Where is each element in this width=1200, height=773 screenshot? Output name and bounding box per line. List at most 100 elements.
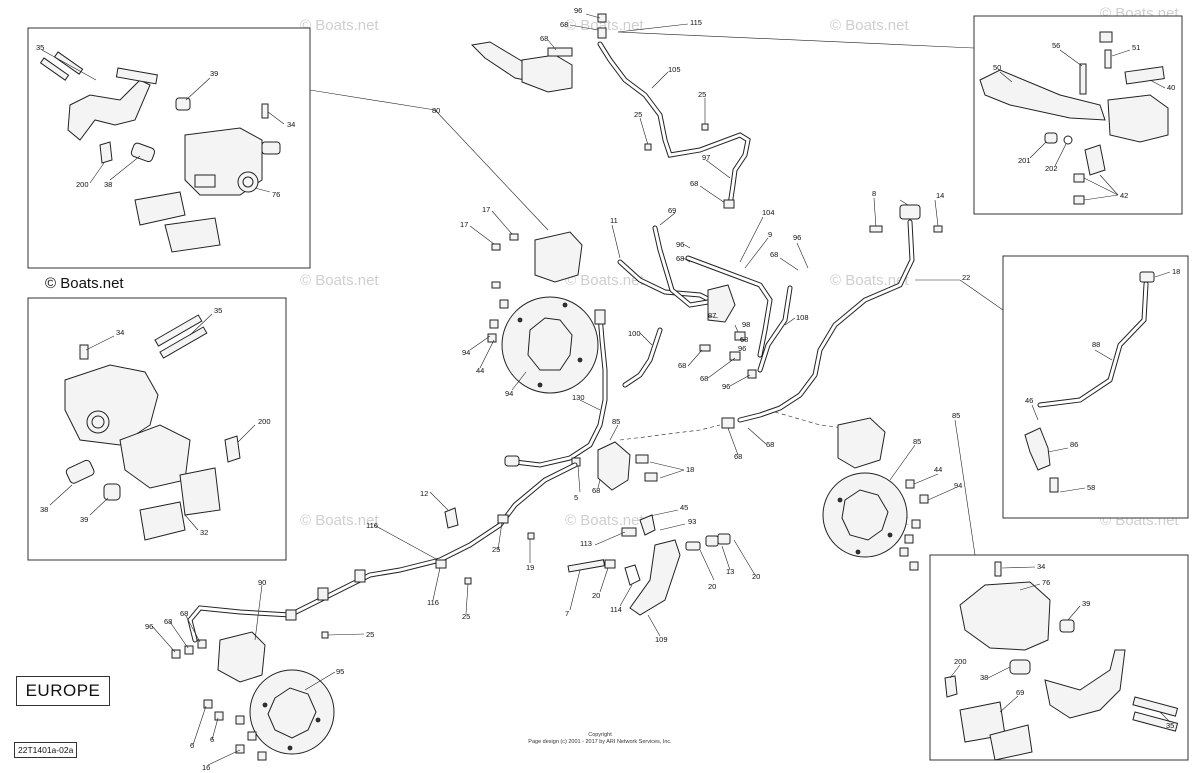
callout-200: 200 xyxy=(954,657,967,666)
callout-68: 68 xyxy=(690,179,698,188)
callout-68: 68 xyxy=(676,254,684,263)
callout-45: 93 xyxy=(688,517,696,526)
callout-11: 11 xyxy=(610,216,618,225)
callout-113: 114 xyxy=(610,605,622,614)
callout-98: 87 xyxy=(708,311,716,320)
callout-8: 8 xyxy=(872,189,876,198)
callout-68: 68 xyxy=(164,617,172,626)
callout-17: 17 xyxy=(482,205,490,214)
callout-25: 25 xyxy=(634,110,642,119)
front-lever-assembly: 96 68 68 115 105 25 25 97 68 xyxy=(470,6,751,209)
callout-46: 18 xyxy=(1172,267,1180,276)
callout-38: 38 xyxy=(980,673,988,682)
callout-201: 201 xyxy=(1018,156,1031,165)
callout-25: 19 xyxy=(526,563,534,572)
callout-9: 9 xyxy=(768,230,772,239)
callout-20: 20 xyxy=(592,591,600,600)
inset-front-caliper: 34 35 200 38 39 32 xyxy=(27,297,287,561)
callout-200: 200 xyxy=(76,180,89,189)
callout-56: 56 xyxy=(1052,41,1060,50)
callout-85: 85 xyxy=(612,417,620,426)
callout-39: 39 xyxy=(1082,599,1090,608)
rear-brake-line: 12 116 25 19 116 25 25 90 95 96 68 68 6 … xyxy=(145,462,578,772)
callout-25: 25 xyxy=(698,90,706,99)
callout-14: 14 xyxy=(936,191,944,200)
callout-17: 17 xyxy=(460,220,468,229)
callout-130: 130 xyxy=(572,393,585,402)
callout-90: 90 xyxy=(258,578,266,587)
callout-42: 42 xyxy=(1120,191,1128,200)
callout-50: 50 xyxy=(993,63,1001,72)
callout-76: 76 xyxy=(272,190,280,199)
callout-96: 96 xyxy=(738,344,746,353)
inset-rear-caliper: 35 39 34 200 38 76 © Boats.net xyxy=(27,27,311,292)
front-left-brake: 17 17 94 44 94 xyxy=(460,205,599,398)
callout-80: 80 xyxy=(432,106,440,115)
callout-95: 95 xyxy=(336,667,344,676)
callout-20: 20 xyxy=(708,582,716,591)
callout-116: 25 xyxy=(492,545,500,554)
callout-6: 6 xyxy=(210,735,214,744)
callout-68: 68 xyxy=(540,34,548,43)
callout-51: 51 xyxy=(1132,43,1140,52)
watermark: © Boats.net xyxy=(300,512,379,529)
callout-96: 96 xyxy=(676,240,684,249)
callout-12: 45 xyxy=(680,503,688,512)
callout-5: 94 xyxy=(462,348,470,357)
brake-pedal: 45 93 113 7 20 114 109 20 13 20 xyxy=(565,503,760,644)
watermark: © Boats.net xyxy=(565,17,644,34)
callout-44: 58 xyxy=(1087,483,1095,492)
region-label-box: EUROPE xyxy=(16,676,110,706)
callout-34: 34 xyxy=(116,328,124,337)
callout-105: 105 xyxy=(668,65,681,74)
callout-19: 113 xyxy=(580,539,592,548)
callout-35: 35 xyxy=(36,43,44,52)
callout-108: 108 xyxy=(796,313,809,322)
inset-watermark: © Boats.net xyxy=(45,275,124,292)
callout-15: 44 xyxy=(934,465,942,474)
callout-96: 96 xyxy=(574,6,582,15)
watermark: © Boats.net xyxy=(565,272,644,289)
callout-22: 98 xyxy=(742,320,750,329)
callout-68: 68 xyxy=(740,335,748,344)
callout-68: 96 xyxy=(722,382,730,391)
callout-18: 18 xyxy=(686,465,694,474)
callout-5: 94 xyxy=(954,481,962,490)
callout-68: 68 xyxy=(770,250,778,259)
callout-40: 40 xyxy=(1167,83,1175,92)
center-distributor: 11 69 104 9 96 68 96 68 8 14 87 98 100 1… xyxy=(610,189,944,391)
front-right-brake: 85 44 94 85 xyxy=(822,411,976,571)
watermark: © Boats.net xyxy=(565,512,644,529)
callout-114: 13 xyxy=(726,567,734,576)
callout-96: 68 xyxy=(700,374,708,383)
callout-13: 20 xyxy=(752,572,760,581)
callout-85: 86 xyxy=(1070,440,1078,449)
callout-38: 38 xyxy=(104,180,112,189)
callout-88: 85 xyxy=(952,411,960,420)
callout-96: 96 xyxy=(793,233,801,242)
callout-34: 34 xyxy=(1037,562,1045,571)
callout-94: 85 xyxy=(913,437,921,446)
watermark: © Boats.net xyxy=(830,272,909,289)
callout-68: 68 xyxy=(734,452,742,461)
callout-69: 69 xyxy=(1016,688,1024,697)
watermark: © Boats.net xyxy=(830,17,909,34)
callout-58: 46 xyxy=(1025,396,1033,405)
callout-68: 68 xyxy=(678,361,686,370)
callout-6: 6 xyxy=(190,741,194,750)
callout-94: 94 xyxy=(505,389,513,398)
figure-code: 22T1401a-02a xyxy=(14,742,78,758)
callout-116: 116 xyxy=(427,598,439,607)
callout-25: 25 xyxy=(462,612,470,621)
callout-87: 22 xyxy=(962,273,970,282)
callout-15: 44 xyxy=(476,366,484,375)
callout-34: 34 xyxy=(287,120,295,129)
callout-69: 69 xyxy=(668,206,676,215)
callout-100: 100 xyxy=(628,329,641,338)
callout-86: 88 xyxy=(1092,340,1100,349)
callout-29: 12 xyxy=(420,489,428,498)
copyright-title: Copyright xyxy=(588,732,612,738)
watermark: © Boats.net xyxy=(300,17,379,34)
callout-68: 68 xyxy=(560,20,568,29)
callout-7: 7 xyxy=(565,609,569,618)
